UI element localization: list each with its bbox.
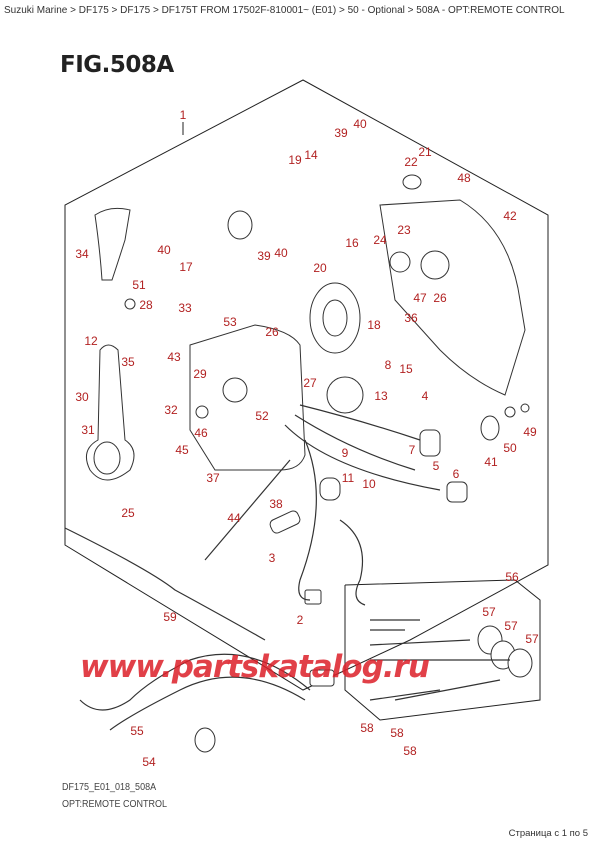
callout-17[interactable]: 17 (179, 260, 193, 274)
callout-20[interactable]: 20 (313, 261, 327, 275)
callout-26[interactable]: 26 (433, 291, 447, 305)
callout-42[interactable]: 42 (503, 209, 517, 223)
callout-40[interactable]: 40 (274, 246, 288, 260)
callout-34[interactable]: 34 (75, 247, 89, 261)
watermark: www.partskatalog.ru (80, 649, 430, 685)
callout-37[interactable]: 37 (206, 471, 220, 485)
callout-10[interactable]: 10 (362, 477, 376, 491)
callout-47[interactable]: 47 (413, 291, 427, 305)
callout-6[interactable]: 6 (453, 467, 460, 481)
callout-39[interactable]: 39 (257, 249, 271, 263)
callout-43[interactable]: 43 (167, 350, 181, 364)
callout-21[interactable]: 21 (418, 145, 432, 159)
callout-7[interactable]: 7 (409, 443, 416, 457)
callout-40[interactable]: 40 (157, 243, 171, 257)
callout-19[interactable]: 19 (288, 153, 302, 167)
callout-8[interactable]: 8 (385, 358, 392, 372)
callout-26[interactable]: 26 (265, 325, 279, 339)
callout-48[interactable]: 48 (457, 171, 471, 185)
figure-code: DF175_E01_018_508A (62, 782, 157, 793)
callout-23[interactable]: 23 (397, 223, 411, 237)
callout-14[interactable]: 14 (304, 148, 318, 162)
callout-32[interactable]: 32 (164, 403, 178, 417)
callout-31[interactable]: 31 (81, 423, 95, 437)
callout-44[interactable]: 44 (227, 511, 241, 525)
callout-25[interactable]: 25 (121, 506, 135, 520)
part-drawings (85, 174, 533, 753)
callout-16[interactable]: 16 (345, 236, 359, 250)
callout-15[interactable]: 15 (399, 362, 413, 376)
callout-51[interactable]: 51 (132, 278, 146, 292)
callout-36[interactable]: 36 (404, 311, 418, 325)
callout-38[interactable]: 38 (269, 497, 283, 511)
figure-caption: OPT:REMOTE CONTROL (62, 799, 168, 810)
callout-57[interactable]: 57 (525, 632, 539, 646)
callout-58[interactable]: 58 (403, 744, 417, 758)
callout-59[interactable]: 59 (163, 610, 177, 624)
callout-58[interactable]: 58 (360, 721, 374, 735)
callout-58[interactable]: 58 (390, 726, 404, 740)
callout-30[interactable]: 30 (75, 390, 89, 404)
callout-54[interactable]: 54 (142, 755, 156, 769)
figure-title: FIG.508A (60, 52, 174, 78)
callout-52[interactable]: 52 (255, 409, 269, 423)
callout-57[interactable]: 57 (504, 619, 518, 633)
callout-40[interactable]: 40 (353, 117, 367, 131)
callout-12[interactable]: 12 (84, 334, 98, 348)
control-box (189, 324, 306, 471)
lever-hub (93, 441, 121, 475)
callout-11[interactable]: 11 (342, 471, 355, 485)
callout-55[interactable]: 55 (130, 724, 144, 738)
pager: Страница с 1 по 5 (508, 828, 588, 839)
callout-2[interactable]: 2 (297, 613, 304, 627)
buzzer (326, 376, 364, 414)
side-cover (379, 199, 526, 396)
breadcrumb[interactable]: Suzuki Marine > DF175 > DF175 > DF175T F… (4, 5, 565, 16)
callout-27[interactable]: 27 (303, 376, 317, 390)
callout-33[interactable]: 33 (178, 301, 192, 315)
callout-50[interactable]: 50 (503, 441, 517, 455)
callout-24[interactable]: 24 (373, 233, 387, 247)
callout-22[interactable]: 22 (404, 155, 418, 169)
callout-39[interactable]: 39 (334, 126, 348, 140)
callout-1[interactable]: 1 (180, 108, 187, 122)
callout-45[interactable]: 45 (175, 443, 189, 457)
callout-9[interactable]: 9 (342, 446, 349, 460)
key-switch (319, 477, 341, 501)
callout-13[interactable]: 13 (374, 389, 388, 403)
callout-35[interactable]: 35 (121, 355, 135, 369)
diagram-outline (64, 79, 549, 721)
callout-57[interactable]: 57 (482, 605, 496, 619)
wires-and-cables (64, 404, 510, 731)
callout-3[interactable]: 3 (269, 551, 276, 565)
callout-46[interactable]: 46 (194, 426, 208, 440)
callout-5[interactable]: 5 (433, 459, 440, 473)
handle-grip (94, 207, 131, 281)
callout-29[interactable]: 29 (193, 367, 207, 381)
callout-41[interactable]: 41 (484, 455, 498, 469)
callout-28[interactable]: 28 (139, 298, 153, 312)
callout-53[interactable]: 53 (223, 315, 237, 329)
callout-49[interactable]: 49 (523, 425, 537, 439)
callout-4[interactable]: 4 (422, 389, 429, 403)
callout-56[interactable]: 56 (505, 570, 519, 584)
callout-18[interactable]: 18 (367, 318, 381, 332)
